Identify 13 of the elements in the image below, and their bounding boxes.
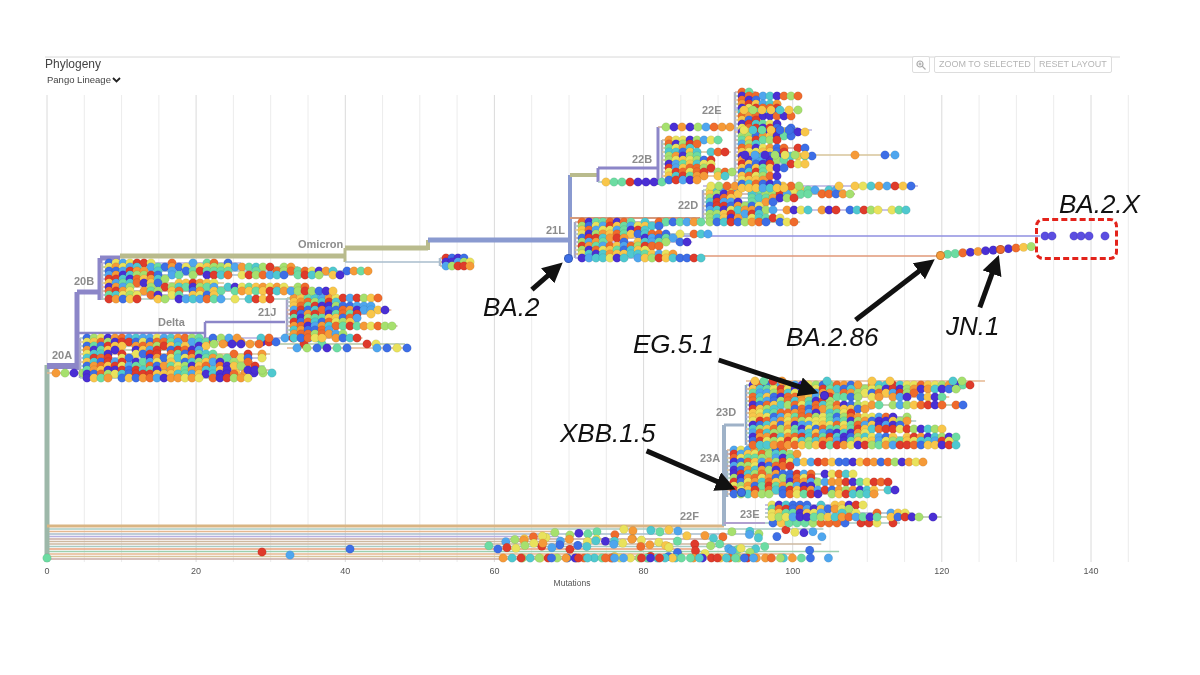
axis-tick-label: 60: [489, 566, 500, 577]
axis-tick-label: 40: [340, 566, 351, 577]
toolbar-button: RESET LAYOUT: [1034, 56, 1112, 73]
axis-tick-label: 120: [934, 566, 950, 577]
axis-tick-label: 20: [191, 566, 202, 577]
toolbar-button: ZOOM TO SELECTED: [934, 56, 1036, 73]
axis-tick-label: 100: [785, 566, 801, 577]
axis-tick-label: 80: [638, 566, 649, 577]
panel-title: Phylogeny: [45, 58, 102, 72]
axis-tick-label: 140: [1083, 566, 1099, 577]
axis-tick-label: 0: [44, 566, 50, 577]
axis-title: Mutations: [553, 579, 591, 589]
dropdown-label: Pango Lineage: [47, 75, 111, 86]
